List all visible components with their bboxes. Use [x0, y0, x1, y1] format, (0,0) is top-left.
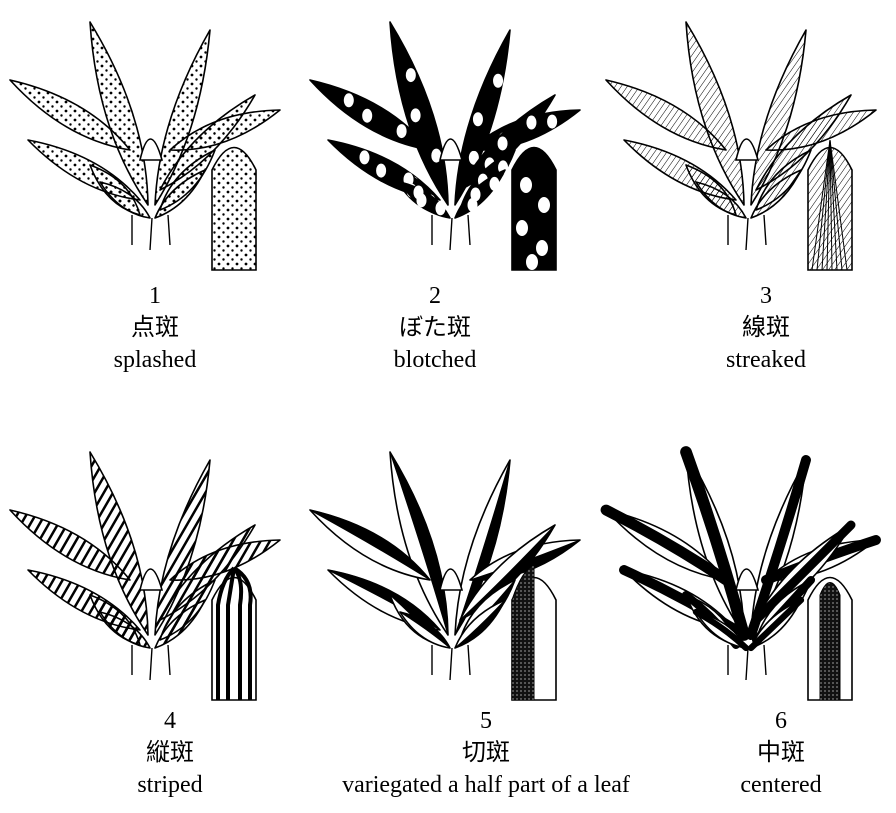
blotch [538, 197, 550, 213]
english-label: blotched [300, 344, 570, 376]
japanese-label: 縦斑 [0, 737, 340, 769]
panel-number: 2 [300, 280, 570, 312]
central-leaf [440, 569, 462, 590]
half-variegation [512, 565, 534, 700]
leaf-bases [132, 645, 170, 680]
central-leaf [440, 139, 462, 160]
panel-blotched: 2 ぼた斑 blotched [300, 0, 600, 390]
panel-streaked: 3 線斑 streaked [596, 0, 896, 390]
blotch [359, 150, 369, 164]
plant-illustration-streaked [596, 0, 896, 300]
panel-number: 1 [0, 280, 310, 312]
japanese-label: 中斑 [596, 737, 896, 769]
blotch [547, 115, 557, 129]
central-leaf [140, 569, 162, 590]
leaf-tip-outline [212, 148, 256, 271]
leaf-bases [432, 645, 470, 680]
blotch [490, 177, 500, 191]
japanese-label: 点斑 [0, 312, 310, 344]
panel-number: 4 [0, 705, 340, 737]
panel-splashed: 1 点斑 splashed [0, 0, 300, 390]
blotch [516, 220, 528, 236]
panel-number: 6 [596, 705, 896, 737]
central-leaf [736, 139, 758, 160]
leaf-detail [212, 568, 256, 700]
japanese-label: ぼた斑 [300, 312, 570, 344]
blotch [473, 112, 483, 126]
plant-illustration-splashed [0, 0, 300, 300]
leaf-detail [808, 578, 852, 701]
blotch [406, 68, 416, 82]
leaf-bases [132, 215, 170, 250]
panel-number: 3 [596, 280, 896, 312]
english-label: striped [0, 769, 340, 801]
panel-half: 5 切斑 variegated a half part of a leaf [300, 430, 600, 813]
leaf-detail [808, 140, 852, 270]
japanese-label: 線斑 [596, 312, 896, 344]
panel-striped: 4 縦斑 striped [0, 430, 300, 813]
blotch [414, 185, 424, 199]
blotch [526, 116, 536, 130]
english-label: splashed [0, 344, 310, 376]
caption-splashed: 1 点斑 splashed [0, 280, 310, 376]
caption-centered: 6 中斑 centered [596, 705, 896, 801]
english-label: streaked [596, 344, 896, 376]
leaf-bases [432, 215, 470, 250]
blotch [376, 164, 386, 178]
blotch [526, 254, 538, 270]
blotch [471, 187, 481, 201]
central-leaf [736, 569, 758, 590]
leaf-detail [512, 148, 556, 271]
plant-illustration-centered [596, 430, 896, 730]
plant-illustration-half [300, 430, 600, 730]
plant-illustration-striped [0, 430, 300, 730]
blotch [397, 124, 407, 138]
blotch [344, 93, 354, 107]
leaf-tip-outline [512, 148, 556, 271]
leaf-detail [212, 148, 256, 271]
caption-blotched: 2 ぼた斑 blotched [300, 280, 570, 376]
caption-striped: 4 縦斑 striped [0, 705, 340, 801]
blotch [498, 136, 508, 150]
blotch [520, 177, 532, 193]
caption-streaked: 3 線斑 streaked [596, 280, 896, 376]
blotch [493, 74, 503, 88]
blotch [362, 109, 372, 123]
blotch [436, 201, 446, 215]
blotch [411, 108, 421, 122]
central-leaf [140, 139, 162, 160]
leaf-bases [728, 215, 766, 250]
leaf-detail [512, 565, 556, 700]
english-label: centered [596, 769, 896, 801]
panel-centered: 6 中斑 centered [596, 430, 896, 813]
blotch [536, 240, 548, 256]
center-variegation [820, 583, 840, 701]
plant-illustration-blotched [300, 0, 600, 300]
